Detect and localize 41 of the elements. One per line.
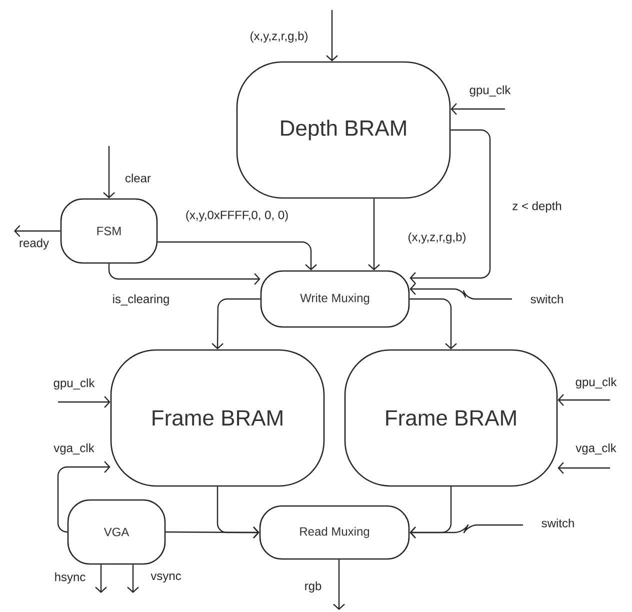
arrow	[558, 462, 610, 474]
edge-label: (x,y,0xFFFF,0, 0, 0)	[184, 209, 290, 223]
edge-label: switch	[540, 518, 576, 528]
edge-label: is_clearing	[111, 293, 171, 307]
arrow	[158, 241, 317, 270]
arrow	[58, 396, 110, 408]
arrow	[326, 10, 338, 62]
arrow	[108, 264, 260, 285]
edge-label: z < depth	[511, 200, 563, 214]
edge-label: (x,y,z,r,g,b)	[406, 231, 468, 245]
edge-label: ready	[18, 237, 50, 251]
arrow	[410, 298, 457, 350]
arrow	[95, 564, 107, 593]
edge-label: switch	[529, 294, 565, 304]
edge-label: vga_clk	[52, 442, 96, 456]
arrow	[333, 560, 345, 610]
memory-block: Frame BRAM	[344, 349, 558, 487]
arrow	[368, 198, 380, 270]
arrow	[14, 225, 60, 237]
arrow	[558, 394, 610, 406]
process-box: Write Muxing	[260, 270, 410, 328]
edge-label: gpu_clk	[468, 84, 512, 98]
arrow	[212, 298, 260, 350]
edge-label: gpu_clk	[574, 376, 618, 390]
edge-label: vga_clk	[574, 442, 618, 456]
arrow	[410, 283, 512, 300]
memory-block: Depth BRAM	[236, 61, 451, 199]
edge-label: clear	[124, 172, 152, 184]
edge-label: gpu_clk	[52, 377, 96, 391]
arrow	[166, 526, 260, 538]
edge-label: vsync	[150, 572, 182, 584]
process-box: FSM	[60, 198, 158, 264]
arrow	[410, 524, 523, 538]
process-box: Read Muxing	[259, 505, 410, 560]
arrow	[450, 103, 505, 115]
arrow	[103, 146, 115, 198]
process-box: VGA	[67, 499, 166, 565]
memory-block: Frame BRAM	[110, 349, 325, 487]
arrow	[410, 129, 491, 284]
edge-label: (x,y,z,r,g,b)	[248, 30, 310, 44]
arrow	[127, 564, 139, 593]
